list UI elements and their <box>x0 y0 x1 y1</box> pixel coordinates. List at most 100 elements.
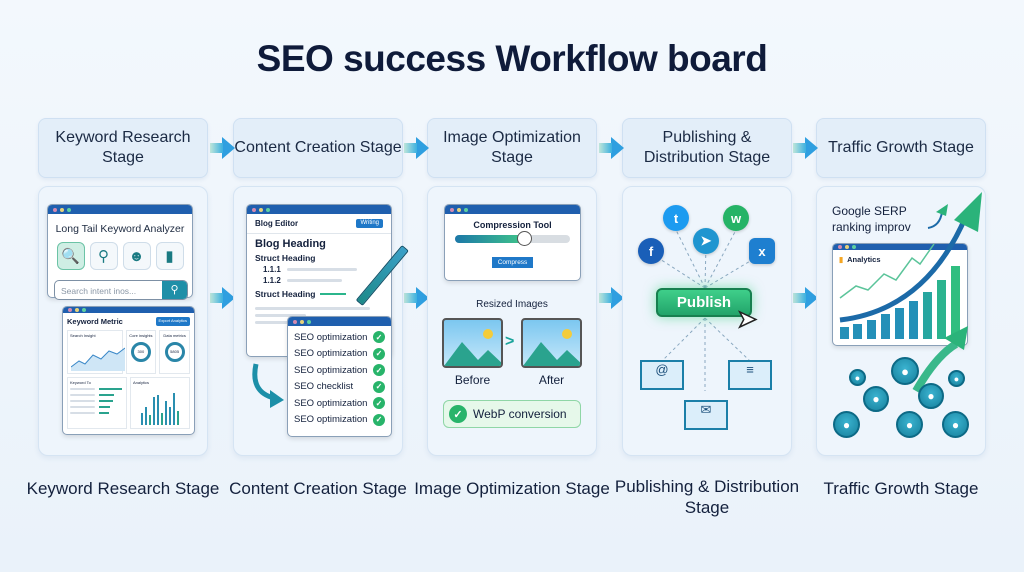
flow-arrow-icon <box>210 287 235 309</box>
after-label: After <box>538 373 565 387</box>
checklist-item[interactable]: SEO optimization ✓ <box>294 346 385 363</box>
data-metrics-card: Data metrics 5805 <box>159 330 190 374</box>
email-envelope-icon: @ <box>640 360 684 390</box>
telegram-icon: ➤ <box>693 228 719 254</box>
user-icon: ● <box>948 370 965 387</box>
flow-arrow-icon <box>404 287 429 309</box>
check-icon: ✓ <box>373 364 385 377</box>
core-insights-card: Core insights 300 <box>125 330 157 374</box>
webp-label: WebP conversion <box>473 407 567 421</box>
editor-title: Blog Editor <box>255 219 299 228</box>
magnifier-icon[interactable]: ⚲ <box>89 242 118 270</box>
checklist-label: SEO optimization <box>294 348 368 360</box>
gauge: 5805 <box>164 342 185 362</box>
checklist-item[interactable]: SEO checklist ✓ <box>294 379 385 396</box>
card-label: Analytics <box>133 380 150 385</box>
search-button[interactable]: ⚲ <box>162 281 187 299</box>
card-label: Core insights <box>129 333 153 338</box>
analytics-title: Analytics <box>847 255 881 264</box>
card-label: Search Insight <box>70 333 96 338</box>
flow-arrow-icon <box>599 137 624 159</box>
message-envelope-icon: ≡ <box>728 360 772 390</box>
gauge: 300 <box>130 342 151 362</box>
flow-arrow-icon <box>599 287 624 309</box>
user-icon: ● <box>918 383 944 409</box>
export-button[interactable]: Export Analytics <box>155 317 190 326</box>
before-image-icon <box>442 318 503 368</box>
compress-button[interactable]: Compress <box>491 257 534 268</box>
stats-card: Analytics <box>130 377 190 429</box>
metric-title: Keyword Metric <box>67 317 123 326</box>
check-icon: ✓ <box>373 413 385 426</box>
stage-footer-image: Image Optimization Stage <box>414 479 610 498</box>
slider-handle[interactable] <box>517 231 532 246</box>
card-label: Keyword To <box>70 380 91 385</box>
bar-chart <box>141 393 179 425</box>
publish-button[interactable]: Publish <box>656 288 752 317</box>
checklist-label: SEO checklist <box>294 381 354 393</box>
user-icon: ● <box>891 357 919 385</box>
stage-header-traffic: Traffic Growth Stage <box>816 118 986 178</box>
growth-chart <box>839 192 982 393</box>
user-icon: ● <box>833 411 860 438</box>
user-icon: ● <box>896 411 923 438</box>
writing-badge: Writing <box>356 219 383 228</box>
analytics-logo-icon: ▮ <box>839 255 844 264</box>
line-chart <box>71 347 125 371</box>
compression-slider[interactable] <box>455 231 570 246</box>
analyzer-title: Long Tail Keyword Analyzer <box>55 223 185 235</box>
compression-title: Compression Tool <box>473 220 552 230</box>
twitter-icon: t <box>663 205 689 231</box>
check-icon: ✓ <box>373 380 385 393</box>
page-title: SEO success Workflow board <box>256 38 768 79</box>
serp-caption: Google SERP ranking improv <box>832 204 911 234</box>
search-input[interactable]: Search intent inos... ⚲ <box>54 280 188 300</box>
search-icon[interactable]: 🔍 <box>56 242 85 270</box>
flow-arrow-icon <box>793 137 818 159</box>
facebook-icon: f <box>638 238 664 264</box>
check-icon: ✓ <box>373 397 385 410</box>
mail-envelope-icon: ✉ <box>684 400 728 430</box>
chevron-right-icon: > <box>505 333 515 350</box>
search-placeholder: Search intent inos... <box>61 286 137 296</box>
checklist-item[interactable]: SEO optimization ✓ <box>294 412 385 429</box>
after-image-icon <box>521 318 582 368</box>
stage-header-image: Image Optimization Stage <box>427 118 597 178</box>
whatsapp-icon: w <box>723 205 749 231</box>
seo-checklist-window: SEO optimization ✓ SEO optimization ✓ SEO … <box>287 316 392 437</box>
stage-footer-keyword: Keyword Research Stage <box>26 479 220 498</box>
checklist-item[interactable]: SEO optimization ✓ <box>294 395 385 412</box>
stage-header-publishing: Publishing & Distribution Stage <box>622 118 792 178</box>
bar-chart-icon[interactable]: ▮ <box>155 242 184 270</box>
checklist-label: SEO optimization <box>294 397 368 409</box>
card-label: Data metrics <box>163 333 186 338</box>
blog-heading: Blog Heading <box>255 238 326 250</box>
user-icon: ● <box>863 386 889 412</box>
user-icon: ● <box>849 369 866 386</box>
keyword-list-card: Keyword To <box>67 377 127 429</box>
checklist-label: SEO optimization <box>294 414 368 426</box>
subheading: 1.1.1 <box>263 265 281 274</box>
checklist-item[interactable]: SEO optimization ✓ <box>294 329 385 346</box>
check-icon: ✓ <box>373 331 385 344</box>
smiley-icon[interactable]: ☻ <box>122 242 151 270</box>
checklist-label: SEO optimization <box>294 331 368 343</box>
flow-arrow-icon <box>210 137 235 159</box>
flow-arrow-icon <box>793 287 818 309</box>
search-insight-card: Search Insight <box>67 330 125 374</box>
webp-conversion-badge: ✓ WebP conversion <box>443 400 581 428</box>
stage-footer-publishing: Publishing & Distribution Stage <box>614 477 800 517</box>
keyword-metric-window: Keyword Metric Export Analytics Search I… <box>62 306 195 435</box>
stage-footer-traffic: Traffic Growth Stage <box>823 479 979 498</box>
user-icon: ● <box>942 411 969 438</box>
check-icon: ✓ <box>449 405 467 423</box>
x-icon: x <box>749 238 775 264</box>
struct-heading: Struct Heading <box>255 289 316 299</box>
struct-heading: Struct Heading <box>255 253 316 263</box>
checklist-item[interactable]: SEO optimization✓ <box>294 362 385 379</box>
cursor-icon: ➤ <box>736 305 758 334</box>
check-icon: ✓ <box>373 347 385 360</box>
subheading: 1.1.2 <box>263 276 281 285</box>
resized-images-label: Resized Images <box>476 299 548 310</box>
stage-header-content: Content Creation Stage <box>233 118 403 178</box>
